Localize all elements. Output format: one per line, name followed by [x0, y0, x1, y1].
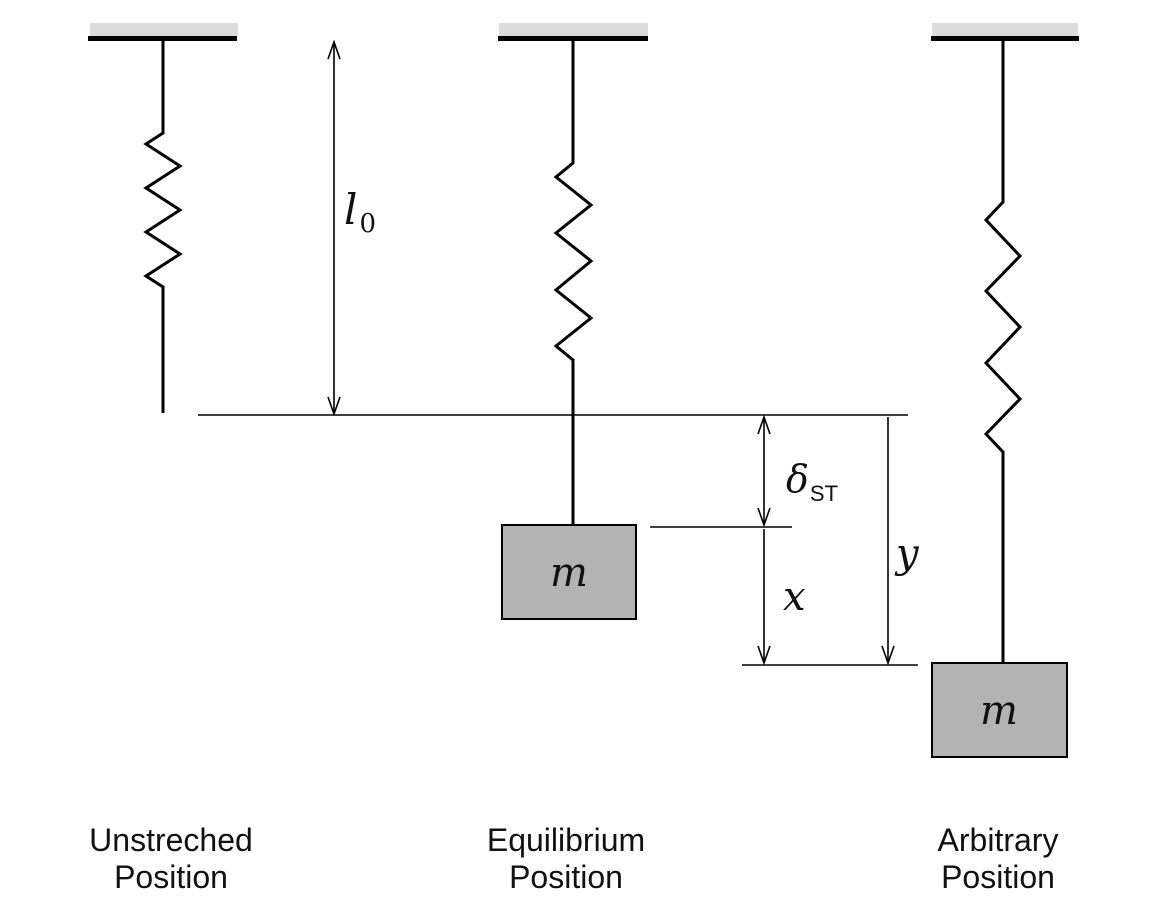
- arrowhead-up-icon: [757, 414, 771, 435]
- caption-arbitrary-line1: Arbitrary: [937, 822, 1059, 858]
- unstretched-system: [88, 23, 238, 413]
- x-dimension: [757, 529, 771, 666]
- equilibrium-system: m: [498, 23, 648, 620]
- arrowhead-up-icon: [327, 39, 341, 60]
- static-deflection-base: δ: [786, 457, 809, 501]
- ceiling-bar-right: [931, 36, 1079, 41]
- static-deflection-subscript: ST: [810, 481, 838, 506]
- y-label: y: [894, 531, 920, 577]
- mass-label-arbitrary: m: [980, 688, 1018, 734]
- arbitrary-system: m: [931, 23, 1079, 758]
- x-label: x: [783, 574, 806, 620]
- natural-length-dimension: [327, 39, 341, 417]
- y-dimension: [881, 417, 895, 666]
- ceiling-hatch-right: [932, 23, 1078, 36]
- caption-arbitrary-line2: Position: [941, 859, 1055, 895]
- ceiling-hatch-left: [90, 23, 238, 36]
- arrowhead-down-icon: [881, 645, 895, 666]
- static-deflection-dimension: [757, 414, 771, 528]
- spring-right: [983, 41, 1023, 663]
- caption-unstretched: Unstreched Position: [21, 822, 321, 896]
- caption-unstretched-line1: Unstreched: [89, 822, 253, 858]
- arrowhead-down-icon: [757, 645, 771, 666]
- ceiling-hatch-middle: [499, 23, 648, 36]
- mass-block-equilibrium: [501, 524, 637, 620]
- caption-arbitrary: Arbitrary Position: [848, 822, 1148, 896]
- caption-equilibrium: Equilibrium Position: [416, 822, 716, 896]
- spring-left: [143, 41, 183, 413]
- static-deflection-label: δST: [786, 457, 838, 506]
- mass-block-arbitrary: [931, 662, 1068, 758]
- caption-equilibrium-line1: Equilibrium: [486, 822, 646, 858]
- caption-unstretched-line2: Position: [114, 859, 228, 895]
- natural-length-base: l: [344, 185, 357, 234]
- spring-middle: [553, 41, 594, 525]
- natural-length-subscript: 0: [359, 209, 376, 239]
- caption-equilibrium-line2: Position: [509, 859, 623, 895]
- mass-label-equilibrium: m: [550, 550, 588, 596]
- natural-length-label: l0: [344, 185, 376, 239]
- arrowhead-down-icon: [757, 507, 771, 528]
- ceiling-bar-middle: [498, 36, 648, 41]
- arrowhead-down-icon: [327, 396, 341, 417]
- ceiling-bar-left: [88, 36, 237, 41]
